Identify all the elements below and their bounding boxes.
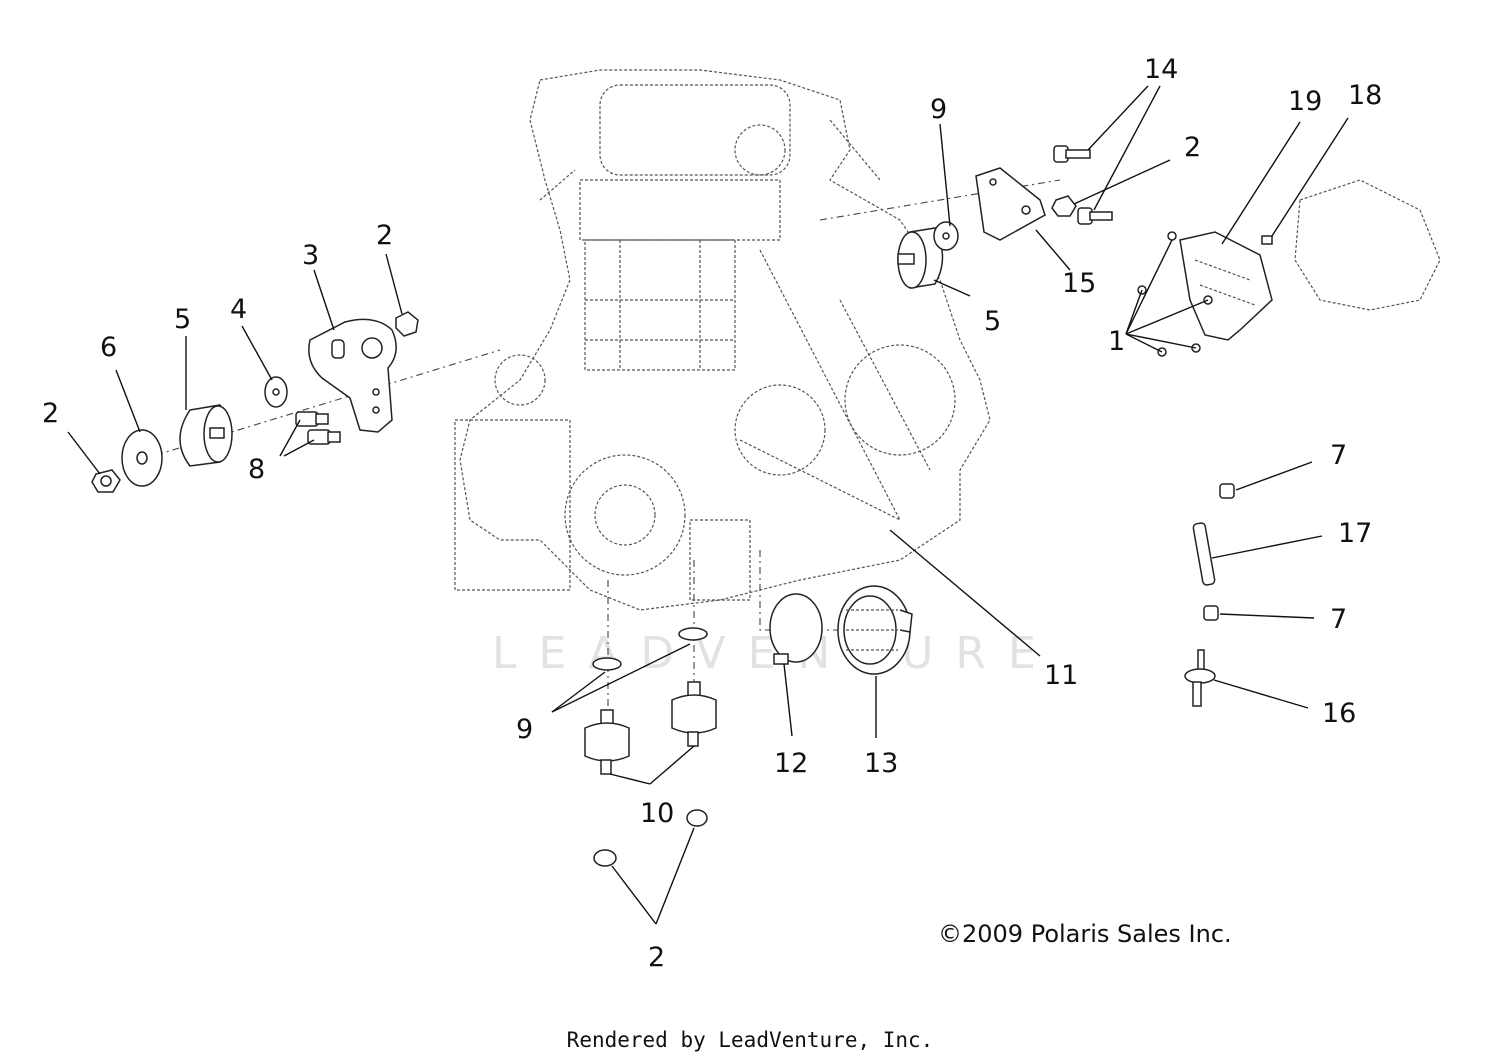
callout-labels: 2 6 5 4 3 2 8 9 14 2 19 18 15 5 1 7 17 7… — [42, 54, 1382, 973]
callout-6: 6 — [100, 332, 117, 363]
callout-7: 7 — [1330, 440, 1347, 471]
leader-lines — [67, 85, 1349, 925]
watermark: LEADVENTURE — [492, 628, 1058, 679]
callout-12: 12 — [774, 748, 808, 779]
upper-right-mount-parts — [897, 145, 1113, 289]
nut-icon — [1051, 195, 1077, 217]
callout-4: 4 — [230, 294, 247, 325]
bolt-icon — [1077, 207, 1113, 225]
rod-icon — [1192, 522, 1216, 586]
cover-parts — [1137, 179, 1441, 357]
nut-icon — [593, 849, 617, 867]
hose-clamp-icon — [769, 593, 823, 663]
left-mount-parts — [91, 311, 419, 493]
callout-15: 15 — [1062, 268, 1096, 299]
lower-mount-parts — [584, 585, 913, 867]
bushing-icon — [1219, 483, 1235, 499]
pin-icon — [1261, 235, 1273, 245]
callout-13: 13 — [864, 748, 898, 779]
callout-17: 17 — [1338, 518, 1372, 549]
callout-14: 14 — [1144, 54, 1178, 85]
washer-icon — [678, 627, 708, 641]
callout-19: 19 — [1288, 86, 1322, 117]
engine-assembly — [454, 69, 991, 611]
bushing-icon — [1203, 605, 1219, 621]
housing-icon — [1294, 179, 1441, 311]
upper-bracket-icon — [975, 167, 1046, 241]
copyright-text: ©2009 Polaris Sales Inc. — [938, 920, 1232, 948]
screw-icon — [1167, 231, 1177, 241]
stud-mount-icon — [1184, 649, 1216, 707]
intake-boot-icon — [837, 585, 913, 675]
callout-3: 3 — [302, 240, 319, 271]
callout-2: 2 — [648, 942, 665, 973]
callout-9: 9 — [930, 94, 947, 125]
callout-16: 16 — [1322, 698, 1356, 729]
callout-9: 9 — [516, 714, 533, 745]
lower-right-parts — [1184, 483, 1235, 707]
cover-icon — [1179, 231, 1273, 341]
rubber-mount-icon — [584, 709, 630, 775]
bolt-icon — [307, 429, 341, 445]
callout-10: 10 — [640, 798, 674, 829]
callout-2: 2 — [1184, 132, 1201, 163]
nut-icon — [686, 809, 708, 827]
bolt-icon — [295, 411, 329, 427]
callout-2: 2 — [42, 398, 59, 429]
washer-icon — [592, 657, 622, 671]
bolt-icon — [1053, 145, 1091, 163]
callout-2: 2 — [376, 220, 393, 251]
callout-8: 8 — [248, 454, 265, 485]
callout-5: 5 — [174, 304, 191, 335]
nut-icon — [395, 311, 419, 337]
callout-11: 11 — [1044, 660, 1078, 691]
callout-5: 5 — [984, 306, 1001, 337]
callout-18: 18 — [1348, 80, 1382, 111]
callout-1: 1 — [1108, 326, 1125, 357]
callout-7: 7 — [1330, 604, 1347, 635]
rubber-mount-icon — [671, 681, 717, 747]
rendered-by-footer: Rendered by LeadVenture, Inc. — [566, 1028, 934, 1052]
